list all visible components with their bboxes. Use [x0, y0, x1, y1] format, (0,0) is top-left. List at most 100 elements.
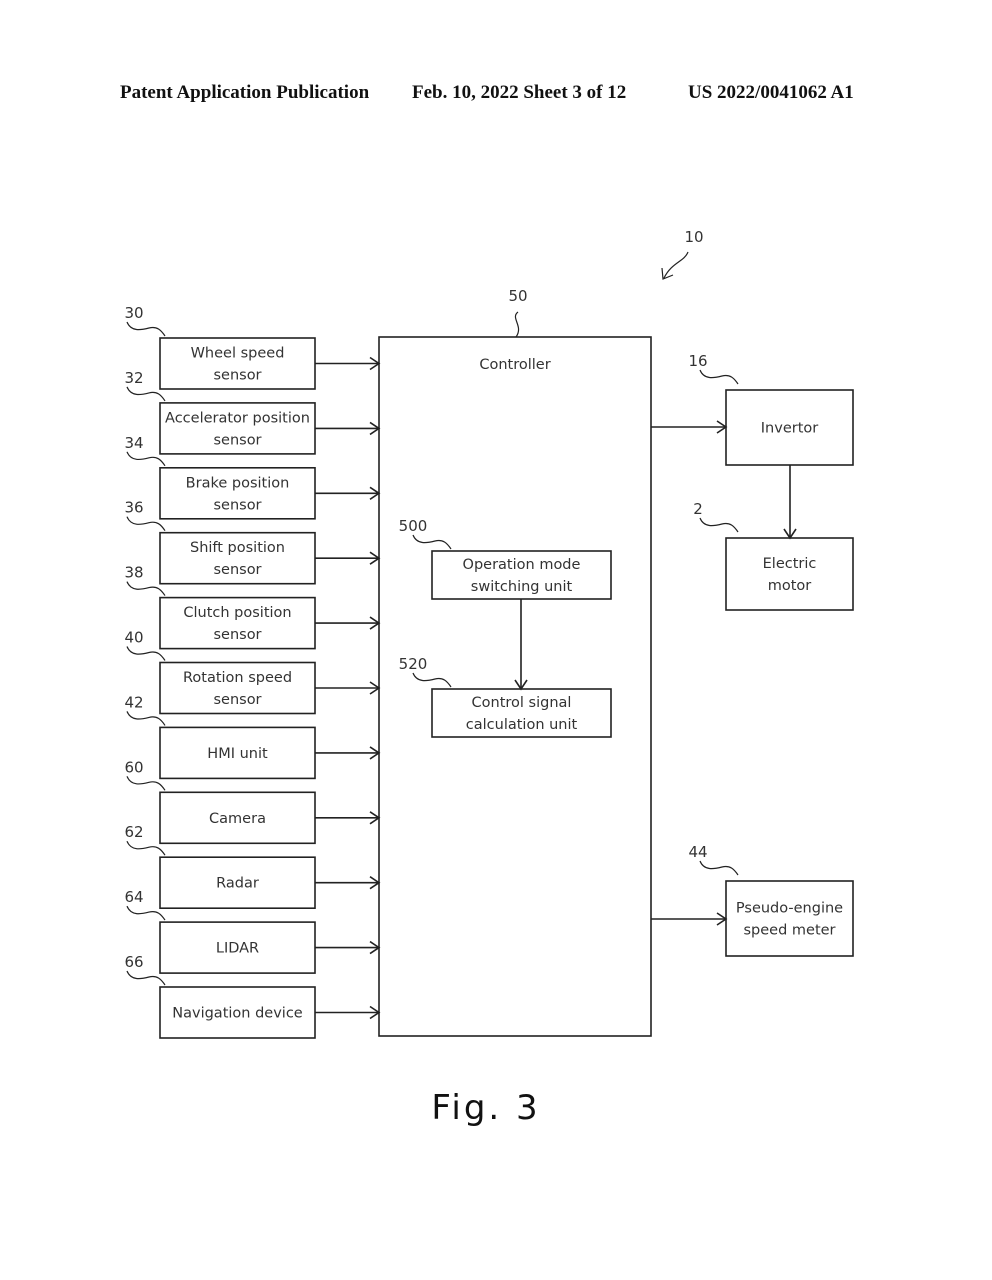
input-block-8-box: [159, 856, 316, 910]
output-ref-number-0: 16: [688, 352, 707, 370]
input-block-2-box: [159, 466, 316, 520]
input-block-5-box: [159, 661, 316, 715]
input-ref-number-4: 38: [124, 564, 143, 582]
internal-unit-1-label-line1: Control signal: [472, 695, 572, 711]
input-block-4-label-line2: sensor: [213, 627, 261, 643]
controller-ref-number: 50: [508, 287, 527, 305]
input-block-7-label: Camera: [209, 811, 266, 827]
output-block-0: Invertor: [725, 389, 854, 466]
input-leader-1: [126, 386, 166, 402]
output-block-1-label-line1: Electric: [763, 556, 817, 572]
internal-unit-0-label-line2: switching unit: [471, 579, 573, 595]
system-ref-arrow: [663, 251, 689, 279]
input-arrowhead-9: [369, 940, 381, 955]
invertor-to-motor-arrowhead: [783, 528, 797, 540]
input-block-8-label: Radar: [216, 876, 259, 892]
output-ref-number-2: 44: [688, 843, 707, 861]
input-leader-8: [126, 840, 166, 856]
output-leader-0: [699, 369, 739, 385]
input-arrowhead-8: [369, 876, 381, 890]
input-block-0-box: [159, 337, 316, 390]
input-arrowhead-10: [369, 1005, 381, 1020]
output-block-1: Electric motor: [725, 537, 854, 611]
system-ref-number: 10: [684, 228, 703, 246]
controller-box: [378, 336, 652, 1037]
output-leader-2: [699, 860, 739, 876]
internal-unit-0-box: [431, 550, 612, 600]
internal-unit-ref-number-0: 500: [399, 517, 428, 535]
input-ref-number-3: 36: [124, 499, 143, 517]
input-ref-number-1: 32: [124, 369, 143, 387]
internal-unit-leader-1: [412, 672, 452, 688]
input-block-1-box: [159, 402, 316, 455]
input-block-5-label-line1: Rotation speed: [183, 670, 292, 686]
input-arrowhead-1: [369, 421, 381, 436]
input-block-0-label-line1: Wheel speed: [191, 346, 285, 362]
internal-unit-ref-number-1: 520: [399, 655, 428, 673]
output-block-2-label-line2: speed meter: [743, 923, 835, 939]
input-ref-number-6: 42: [124, 693, 143, 711]
input-block-3-label-line2: sensor: [213, 562, 261, 578]
internal-unit-0-label-line1: Operation mode: [463, 557, 581, 573]
figure-label: Fig. 3: [431, 1088, 541, 1128]
output-block-0-box: [725, 389, 854, 466]
output-block-2-box: [725, 880, 854, 957]
output-leader-1: [699, 517, 739, 533]
input-ref-number-0: 30: [124, 304, 143, 322]
input-leader-9: [126, 905, 166, 921]
output-block-0-label: Invertor: [761, 421, 818, 437]
input-block-6-label: HMI unit: [207, 746, 268, 762]
output-block-2-label-line1: Pseudo-engine: [736, 901, 843, 917]
input-block-3: Shift position sensor: [159, 531, 316, 585]
header-publication-type: Patent Application Publication: [120, 82, 370, 103]
input-arrowhead-6: [369, 746, 381, 760]
controller-to-meter-arrowhead: [716, 912, 728, 926]
input-leader-3: [126, 516, 166, 532]
input-arrowhead-3: [369, 551, 381, 565]
input-block-5-label-line2: sensor: [213, 692, 261, 708]
input-ref-number-2: 34: [124, 434, 143, 452]
input-leader-4: [126, 581, 166, 596]
input-block-8: Radar: [159, 856, 316, 910]
input-ref-number-10: 66: [124, 953, 143, 971]
input-block-6: HMI unit: [159, 726, 316, 780]
output-block-1-label-line2: motor: [768, 578, 812, 594]
input-block-2-label-line1: Brake position: [186, 475, 290, 491]
input-leader-7: [126, 776, 166, 791]
input-block-9: LIDAR: [159, 921, 316, 974]
header-patent-number: US 2022/0041062 A1: [688, 82, 854, 103]
input-block-5: Rotation speed sensor: [159, 661, 316, 715]
controller-to-invertor-arrowhead: [716, 420, 728, 434]
input-leader-5: [126, 646, 166, 661]
input-block-0-label-line2: sensor: [213, 368, 261, 384]
output-block-1-box: [725, 537, 854, 611]
input-block-10: Navigation device: [159, 986, 316, 1039]
input-leader-6: [126, 711, 166, 726]
output-ref-number-1: 2: [693, 500, 703, 518]
input-block-7: Camera: [159, 791, 316, 845]
input-ref-number-8: 62: [124, 823, 143, 841]
input-block-10-label: Navigation device: [172, 1006, 303, 1022]
internal-unit-1-box: [431, 688, 612, 738]
header-date-sheet: Feb. 10, 2022 Sheet 3 of 12: [412, 82, 627, 103]
input-ref-number-9: 64: [124, 888, 143, 906]
input-leader-2: [126, 451, 166, 467]
input-block-3-box: [159, 531, 316, 585]
input-arrowhead-7: [369, 811, 381, 825]
input-leader-0: [126, 321, 166, 337]
input-arrowhead-0: [369, 356, 381, 371]
controller-label: Controller: [479, 357, 550, 373]
internal-unit-leader-0: [412, 534, 452, 550]
input-block-4-label-line1: Clutch position: [183, 605, 291, 621]
input-ref-number-7: 60: [124, 758, 143, 776]
input-block-3-label-line1: Shift position: [190, 540, 285, 556]
input-ref-number-5: 40: [124, 629, 143, 647]
internal-unit-0: Operation mode switching unit: [431, 550, 612, 600]
input-block-9-label: LIDAR: [216, 941, 259, 957]
input-block-1-label-line2: sensor: [213, 432, 261, 448]
output-block-2: Pseudo-engine speed meter: [725, 880, 854, 957]
input-block-4: Clutch position sensor: [159, 596, 316, 650]
